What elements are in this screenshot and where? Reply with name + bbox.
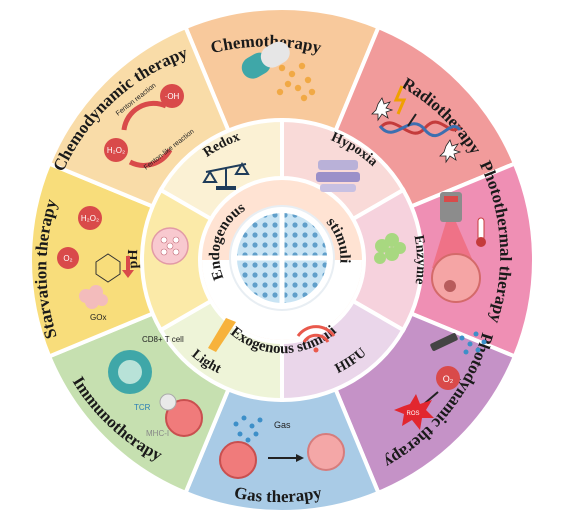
hifu-illustration	[296, 325, 336, 353]
inner-label-enzyme: Enzyme	[411, 234, 429, 285]
immunotherapy-illustration: CD8+ T cell TCR MHC-I	[108, 335, 203, 438]
cd8-label: CD8+ T cell	[142, 335, 184, 344]
photodynamic-o2-label: O₂	[443, 374, 454, 384]
photodynamic-illustration: O₂ ROS	[394, 331, 487, 430]
light-beam-icon	[208, 318, 236, 352]
light-illustration	[208, 318, 236, 352]
tcr-label: TCR	[134, 403, 151, 412]
nanoparticle-cross	[237, 213, 327, 303]
h2o2-bubble	[78, 206, 102, 230]
wifi-signal-icon	[302, 333, 330, 343]
gox-label: GOx	[90, 313, 106, 322]
starvation-h2o2-label: H₂O₂	[81, 214, 99, 223]
cycle-arrow-icon	[121, 100, 168, 131]
gas-label: Gas	[274, 420, 291, 430]
arrow-down-icon	[407, 113, 417, 127]
starvation-illustration: H₂O₂ O₂ GOx	[57, 206, 134, 322]
ph-illustration	[151, 227, 189, 265]
o2-bubble	[57, 247, 79, 269]
tumor-cell-icon	[431, 253, 481, 303]
thermometer-icon	[477, 217, 485, 241]
balance-scale-icon	[202, 162, 250, 186]
ros-burst-icon	[394, 394, 434, 430]
cell-after-icon	[307, 433, 345, 471]
lightning-icon	[393, 85, 407, 115]
h2o2-bubble	[104, 138, 128, 162]
hypoxia-cell-stack-icon	[318, 160, 358, 170]
mhc-label: MHC-I	[146, 429, 169, 438]
gas-therapy-illustration: Gas	[219, 415, 345, 479]
cell-before-icon	[219, 441, 257, 479]
capsule-icon	[241, 41, 290, 79]
enzyme-illustration	[374, 233, 406, 264]
oh-bubble	[160, 84, 184, 108]
oh-label: ·OH	[165, 92, 180, 101]
chemotherapy-illustration	[241, 41, 316, 102]
photothermal-illustration	[431, 192, 486, 303]
ros-label: ROS	[406, 411, 419, 417]
o2-bubble	[436, 366, 460, 390]
outer-label-gas: Gas therapy	[233, 483, 324, 506]
hypoxia-illustration	[316, 160, 360, 192]
redox-illustration	[202, 162, 250, 190]
laser-pen-icon	[430, 333, 458, 351]
glucose-molecule-icon	[95, 253, 121, 283]
gox-enzyme-icon	[79, 285, 108, 309]
radiotherapy-illustration	[371, 85, 462, 164]
starvation-o2-label: O₂	[63, 254, 72, 263]
tumor-cell-icon	[165, 399, 203, 437]
chemodyn-h2o2-label: H₂O₂	[107, 146, 125, 155]
